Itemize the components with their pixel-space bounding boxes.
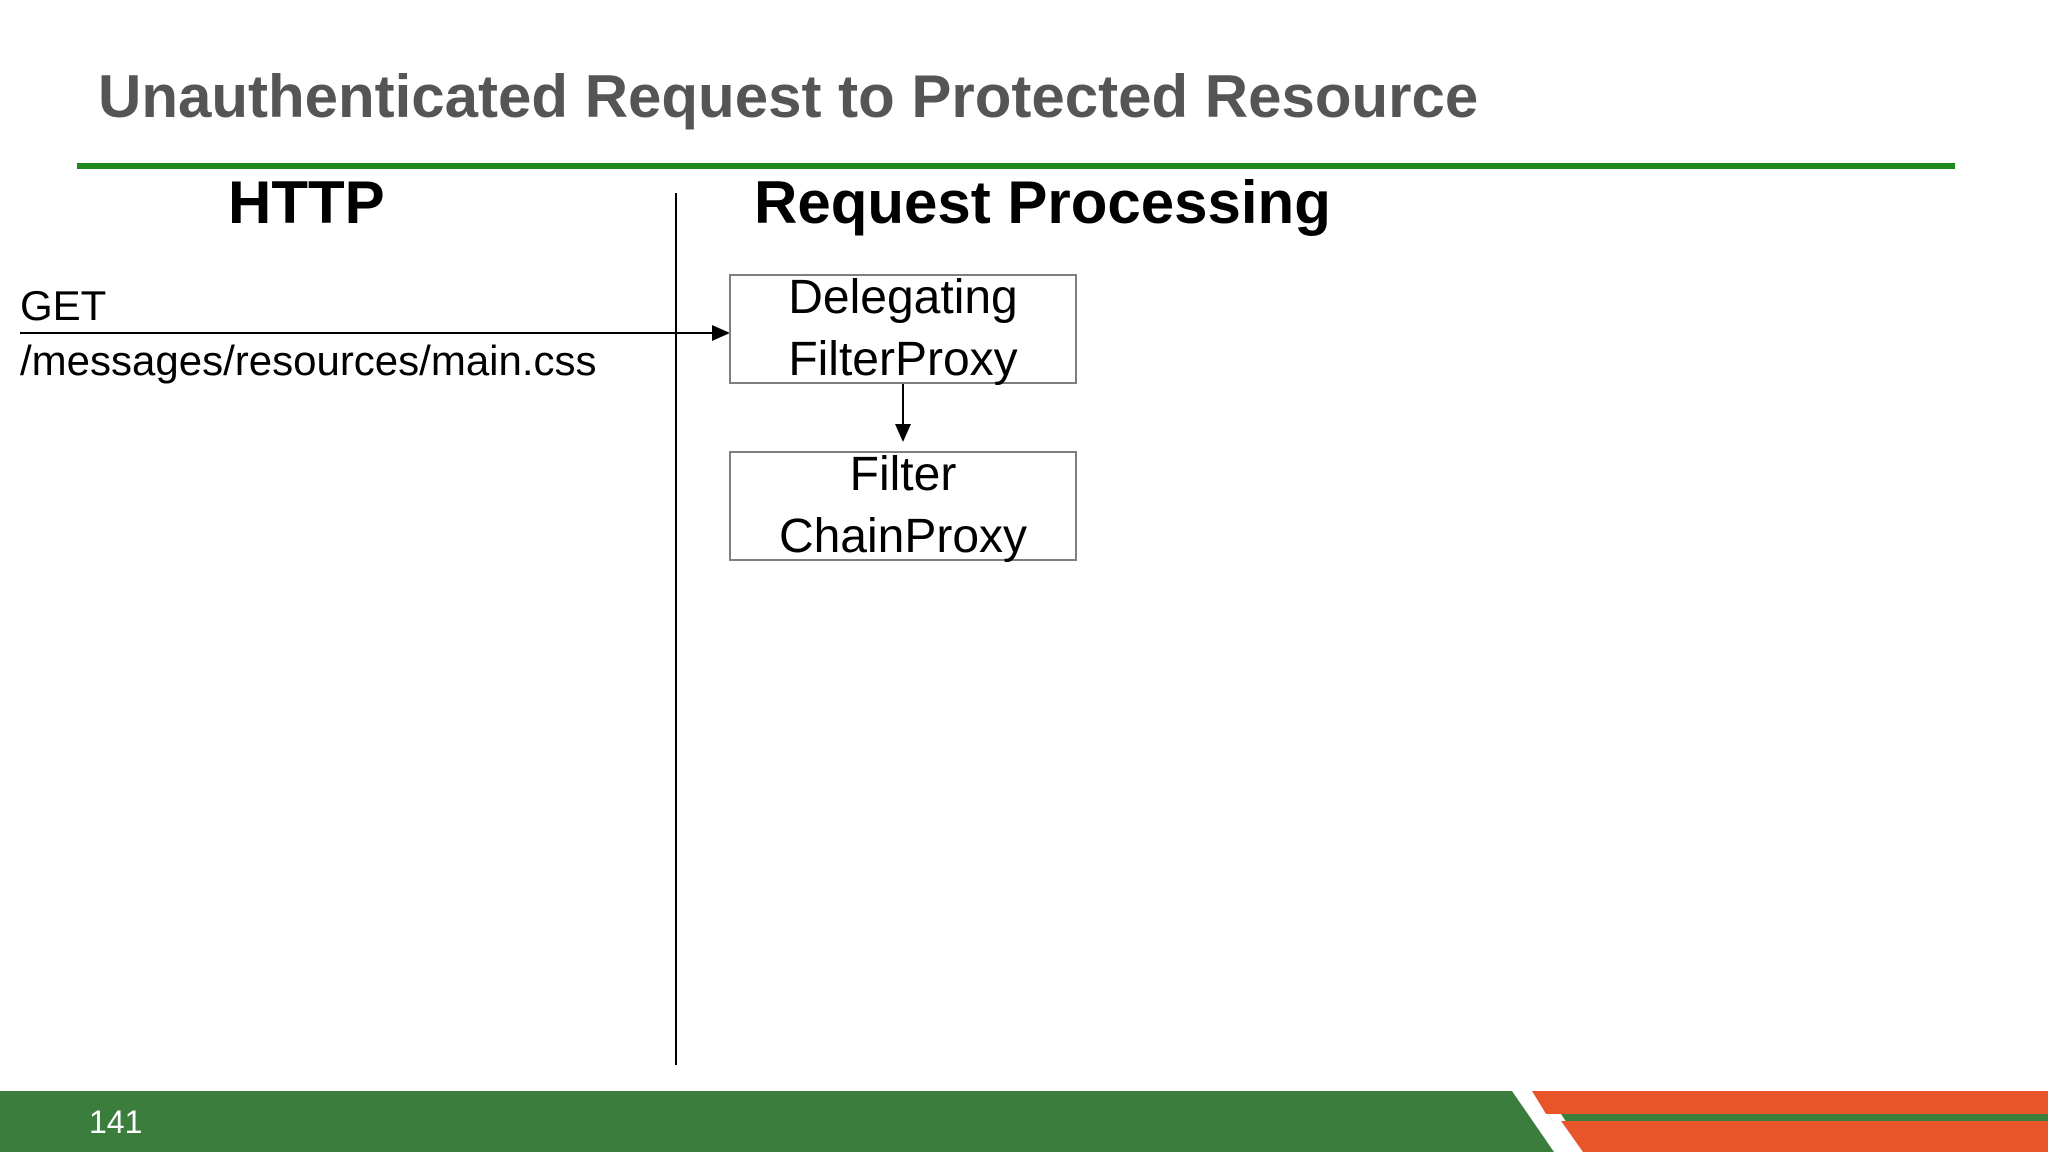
- request-arrow: [20, 325, 730, 341]
- delegating-filter-proxy-line2: FilterProxy: [788, 333, 1018, 386]
- page-number: 141: [89, 1104, 143, 1140]
- proxy-to-chain-arrow: [895, 384, 911, 442]
- slide-title: Unauthenticated Request to Protected Res…: [98, 63, 1479, 130]
- delegating-filter-proxy-box: Delegating FilterProxy: [729, 271, 1077, 386]
- delegating-filter-proxy-line1: Delegating: [788, 271, 1018, 324]
- title-divider: [77, 163, 1955, 169]
- filter-chain-proxy-line1: Filter: [849, 448, 957, 501]
- filter-chain-proxy-box: Filter ChainProxy: [729, 448, 1077, 563]
- request-path: /messages/resources/main.css: [20, 337, 597, 384]
- request-label: GET /messages/resources/main.css: [20, 278, 597, 388]
- filter-chain-proxy-line2: ChainProxy: [778, 510, 1028, 563]
- column-heading-http: HTTP: [228, 169, 385, 236]
- request-method: GET: [20, 282, 107, 329]
- lane-divider: [675, 193, 677, 1065]
- column-heading-request-processing: Request Processing: [754, 169, 1331, 236]
